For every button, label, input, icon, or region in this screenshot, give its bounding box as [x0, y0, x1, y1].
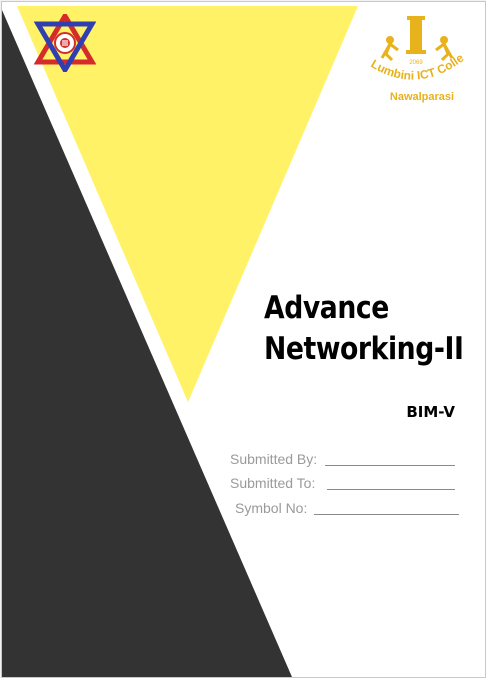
submitted-by-blank — [325, 465, 455, 466]
submitted-by-label: Submitted By: — [230, 451, 318, 467]
dark-triangle — [2, 10, 292, 677]
title-line-1: Advance — [264, 290, 389, 326]
yellow-triangle — [17, 6, 358, 402]
college-location-text: Nawalparasi — [390, 91, 454, 103]
college-year-text: 2069 — [409, 60, 423, 66]
symbol-no-blank — [314, 514, 459, 515]
symbol-no-label: Symbol No: — [235, 500, 308, 516]
university-emblem-icon — [34, 14, 96, 72]
college-logo-icon: Lumbini ICT College 2069 Nawalparasi — [362, 14, 467, 103]
submitted-to-blank — [327, 489, 455, 490]
course-code: BIM-V — [406, 403, 455, 421]
title-line-2: Networking-II — [264, 331, 464, 367]
submitted-to-label: Submitted To: — [230, 475, 316, 491]
document-title: Advance Networking-II — [264, 288, 464, 370]
